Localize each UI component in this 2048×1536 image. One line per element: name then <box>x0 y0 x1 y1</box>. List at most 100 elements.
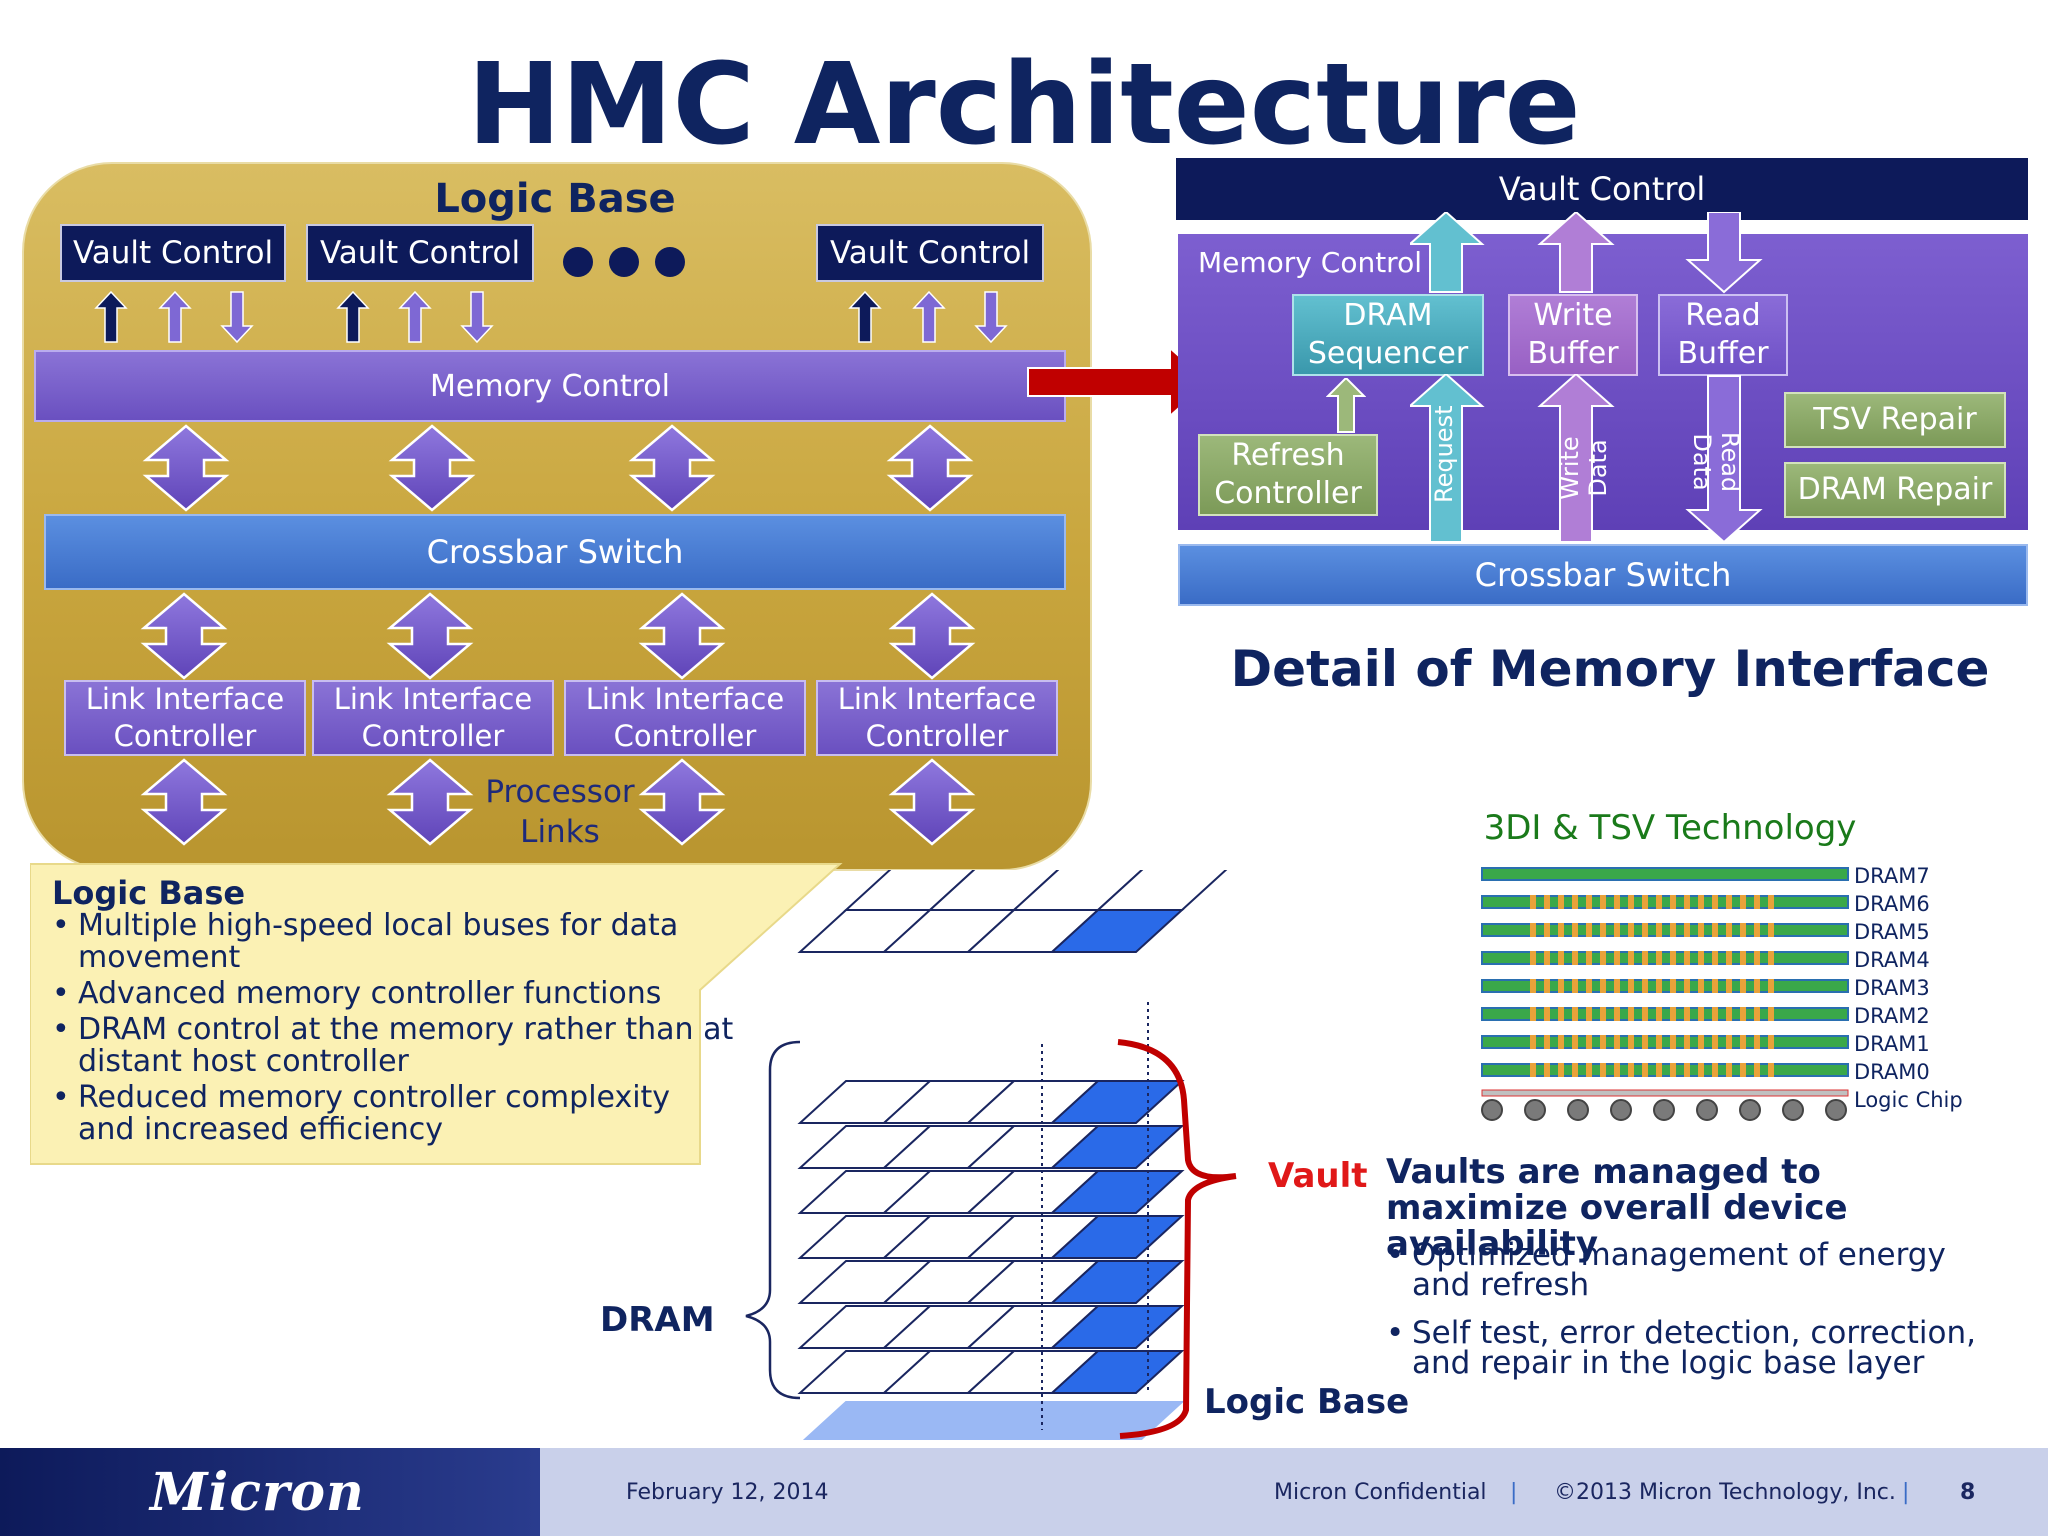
vault-control-arrows <box>1410 212 1763 294</box>
footer-confidential: Micron Confidential <box>1274 1480 1487 1505</box>
detail-caption: Detail of Memory Interface <box>1230 640 1990 698</box>
vaults-bullets: Optimized management of energy and refre… <box>1384 1240 2004 1396</box>
dram-layer <box>797 1260 1185 1304</box>
tsv-via <box>1530 979 1536 993</box>
dram-layer <box>797 1080 1185 1124</box>
tsv-via <box>1754 951 1760 965</box>
tsv-layer-label: DRAM6 <box>1854 892 1930 916</box>
tsv-via <box>1684 1007 1690 1021</box>
tsv-via <box>1586 1007 1592 1021</box>
tsv-via <box>1754 895 1760 909</box>
dram-sequencer-line1: DRAM <box>1343 298 1433 333</box>
tsv-via <box>1600 923 1606 937</box>
tsv-stack-illustration <box>1481 867 1849 1121</box>
slide-title: HMC Architecture <box>467 40 1581 170</box>
callout-bullet: Multiple high-speed local buses for data… <box>50 910 810 974</box>
tsv-via <box>1754 1063 1760 1077</box>
tsv-via <box>1642 1035 1648 1049</box>
memory-control-label: Memory Control <box>1198 246 1422 279</box>
tsv-via <box>1530 923 1536 937</box>
tsv-via <box>1614 923 1620 937</box>
write-buffer-line1: Write <box>1533 298 1613 333</box>
dram-layer <box>797 1125 1185 1169</box>
tsv-via <box>1684 895 1690 909</box>
logic-chip-label: Logic Chip <box>1854 1088 1963 1112</box>
tsv-dram-layer <box>1481 895 1849 909</box>
tsv-via <box>1684 1035 1690 1049</box>
memory-control-bar: Memory Control <box>34 350 1066 422</box>
read-buffer-line2: Buffer <box>1677 336 1769 371</box>
tsv-via <box>1670 979 1676 993</box>
solder-ball <box>1653 1099 1675 1121</box>
ellipsis-icon <box>563 247 685 277</box>
tsv-via <box>1642 951 1648 965</box>
refresh-controller-box: Refresh Controller <box>1198 434 1378 516</box>
page-number: 8 <box>1960 1480 1976 1505</box>
dram-sequencer-box: DRAM Sequencer <box>1292 294 1484 376</box>
tsv-layer-label: DRAM1 <box>1854 1032 1930 1056</box>
tsv-via <box>1614 1063 1620 1077</box>
lic-line1: Link Interface <box>585 682 785 716</box>
tsv-via <box>1768 951 1774 965</box>
tsv-dram-layer <box>1481 867 1849 881</box>
tsv-via <box>1530 1007 1536 1021</box>
callout-bullet: Reduced memory controller complexity and… <box>50 1082 678 1146</box>
read-buffer-box: Read Buffer <box>1658 294 1788 376</box>
tsv-via <box>1586 895 1592 909</box>
tsv-via <box>1656 923 1662 937</box>
tsv-via <box>1586 923 1592 937</box>
tsv-via <box>1726 1007 1732 1021</box>
tsv-via <box>1740 923 1746 937</box>
lic-line2: Controller <box>113 719 257 753</box>
link-interface-controller-1: Link Interface Controller <box>64 680 306 756</box>
tsv-via <box>1530 1063 1536 1077</box>
callout-heading: Logic Base <box>52 874 246 912</box>
tsv-via <box>1558 895 1564 909</box>
footer-separator: | <box>1902 1480 1910 1505</box>
tsv-dram-layer <box>1481 1007 1849 1021</box>
tsv-via <box>1628 979 1634 993</box>
tsv-via <box>1670 1063 1676 1077</box>
tsv-layer-label: DRAM5 <box>1854 920 1930 944</box>
tsv-via <box>1726 979 1732 993</box>
tsv-via <box>1712 1063 1718 1077</box>
tsv-via <box>1754 979 1760 993</box>
tsv-via <box>1558 1063 1564 1077</box>
tsv-layer-label: DRAM2 <box>1854 1004 1930 1028</box>
callout-bullet: DRAM control at the memory rather than a… <box>50 1014 738 1078</box>
tsv-via <box>1614 1007 1620 1021</box>
memory-crossbar-arrows <box>144 424 972 512</box>
tsv-via <box>1698 1063 1704 1077</box>
tsv-via <box>1726 895 1732 909</box>
tsv-via <box>1642 895 1648 909</box>
dram-brace <box>745 1040 801 1400</box>
tsv-via <box>1754 1007 1760 1021</box>
tsv-via <box>1628 923 1634 937</box>
tsv-via <box>1558 1007 1564 1021</box>
tsv-via <box>1572 951 1578 965</box>
tsv-via <box>1642 979 1648 993</box>
tsv-via <box>1544 923 1550 937</box>
dram-label: DRAM <box>600 1300 715 1340</box>
lic-line2: Controller <box>865 719 1009 753</box>
tsv-via <box>1600 1007 1606 1021</box>
tsv-via <box>1768 895 1774 909</box>
detail-vault-control-bar: Vault Control <box>1176 158 2028 220</box>
read-data-label: Read Data <box>1688 431 1744 493</box>
solder-ball <box>1739 1099 1761 1121</box>
tsv-via <box>1684 951 1690 965</box>
tsv-via <box>1628 1035 1634 1049</box>
tsv-via <box>1600 979 1606 993</box>
tsv-via <box>1614 1035 1620 1049</box>
vault-label: Vault <box>1268 1156 1368 1196</box>
tsv-layer-label: DRAM4 <box>1854 948 1930 972</box>
read-buffer-line1: Read <box>1685 298 1761 333</box>
tsv-via <box>1684 923 1690 937</box>
tsv-via <box>1586 1035 1592 1049</box>
tsv-via <box>1530 895 1536 909</box>
tsv-via <box>1712 895 1718 909</box>
crossbar-link-arrows <box>142 592 974 680</box>
write-buffer-line2: Buffer <box>1527 336 1619 371</box>
dram-layer <box>797 870 1228 953</box>
tsv-via <box>1572 1007 1578 1021</box>
